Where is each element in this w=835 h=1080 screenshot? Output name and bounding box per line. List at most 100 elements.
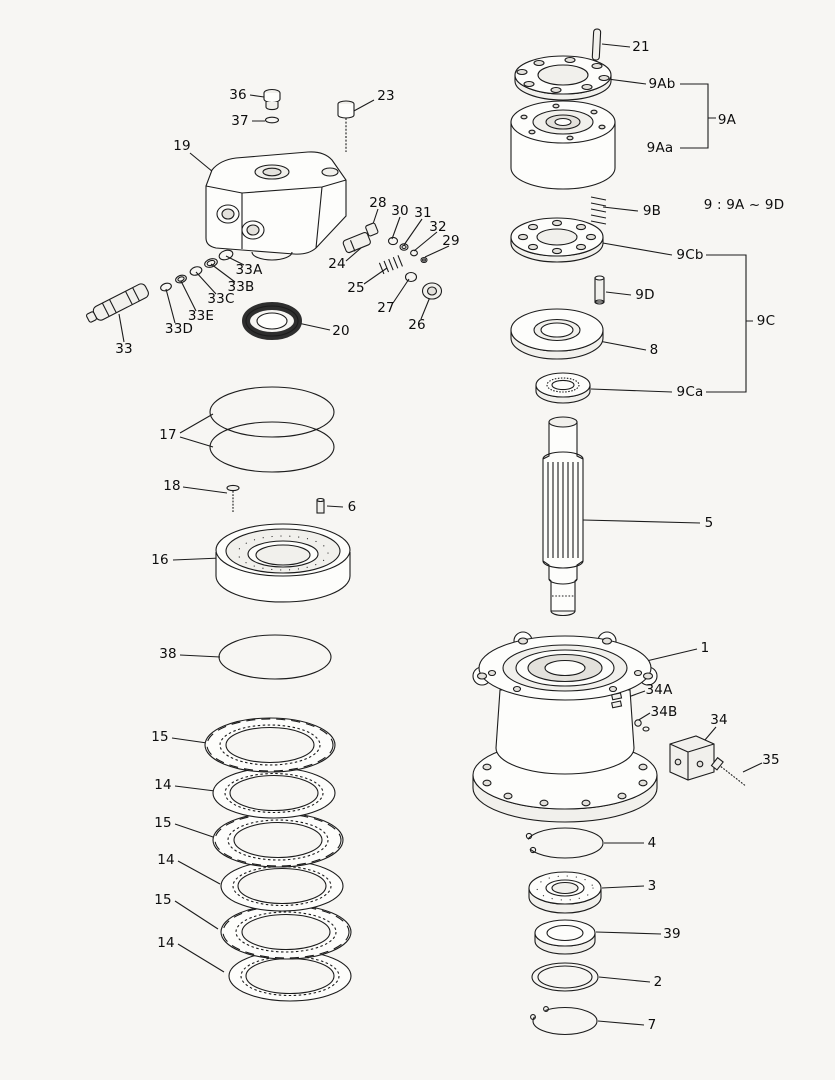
- part-5-shaft: [542, 416, 584, 617]
- callout-33A: 33A: [235, 262, 263, 278]
- callout-34B: 34B: [650, 704, 678, 720]
- part-23-bolt: [337, 100, 355, 152]
- callout-25: 25: [347, 280, 365, 296]
- callout-33: 33: [115, 341, 133, 357]
- part-19-valve-body: [205, 151, 347, 261]
- callout-3: 3: [647, 878, 657, 894]
- callout-28: 28: [369, 195, 387, 211]
- part-34-valve-block: [669, 735, 715, 781]
- callout-23: 23: [377, 88, 395, 104]
- callout-18: 18: [163, 478, 181, 494]
- part-34b-plug: [634, 719, 650, 732]
- part-9cb-valve-plate: [510, 217, 604, 263]
- callout-14a: 14: [154, 777, 172, 793]
- part-2-ring: [531, 962, 599, 992]
- callout-35: 35: [762, 752, 780, 768]
- part-33b-washer: [204, 258, 218, 268]
- part-25-spring: [378, 255, 403, 275]
- part-14-separator-plate: [228, 950, 352, 1002]
- part-31-ring: [399, 243, 409, 251]
- part-17-o-rings: [209, 386, 335, 473]
- callout-37: 37: [231, 113, 249, 129]
- callout-8: 8: [649, 342, 659, 358]
- part-32-ring: [410, 249, 418, 257]
- part-27-o-ring: [404, 271, 418, 283]
- callout-30: 30: [391, 203, 409, 219]
- callout-20: 20: [332, 323, 350, 339]
- part-30-washer: [387, 236, 399, 246]
- callout-9C: 9C: [756, 313, 776, 329]
- callout-9Ab: 9Ab: [648, 76, 676, 92]
- part-34a-orifices: [611, 692, 623, 709]
- part-9aa-motor-case: [510, 100, 616, 190]
- part-15-friction-plate: [212, 812, 344, 868]
- leader-lines: [118, 43, 763, 1026]
- callout-9Ca: 9Ca: [676, 384, 704, 400]
- part-33a-o-ring: [218, 249, 234, 261]
- callout-21: 21: [632, 39, 650, 55]
- callout-29: 29: [442, 233, 460, 249]
- callout-15c: 15: [154, 892, 172, 908]
- part-24-piston: [342, 231, 371, 254]
- callout-39: 39: [663, 926, 681, 942]
- part-14-separator-plate: [212, 767, 336, 819]
- part-28-plunger: [365, 222, 379, 237]
- callout-31: 31: [414, 205, 432, 221]
- callout-9D: 9D: [635, 287, 655, 303]
- part-33-spool: [86, 283, 149, 323]
- part-18-screw: [226, 484, 240, 513]
- part-15-friction-plate: [220, 904, 352, 960]
- callout-1: 1: [700, 640, 710, 656]
- callout-2: 2: [653, 974, 663, 990]
- callout-33B: 33B: [227, 279, 255, 295]
- callout-33D: 33D: [164, 321, 194, 337]
- callout-9B: 9B: [642, 203, 662, 219]
- callout-4: 4: [647, 835, 657, 851]
- callout-9A: 9A: [717, 112, 737, 128]
- callout-9Aa: 9Aa: [646, 140, 674, 156]
- part-38-o-ring: [218, 634, 332, 680]
- callout-14b: 14: [157, 852, 175, 868]
- part-33c-o-ring: [189, 266, 203, 276]
- callout-32: 32: [429, 219, 447, 235]
- part-9ca-bushing: [535, 372, 591, 404]
- part-8-friction-disc: [510, 308, 604, 360]
- callout-15a: 15: [151, 729, 169, 745]
- part-15-friction-plate: [204, 717, 336, 773]
- part-6-pin: [316, 497, 325, 514]
- callout-14c: 14: [157, 935, 175, 951]
- callout-34A: 34A: [645, 682, 673, 698]
- part-1-swing-housing: [472, 631, 658, 823]
- part-33e-washer: [175, 274, 187, 284]
- callout-15b: 15: [154, 815, 172, 831]
- range-note: 9 : 9A ~ 9D: [703, 197, 785, 213]
- part-4-snap-ring: [520, 827, 604, 859]
- callout-6: 6: [347, 499, 357, 515]
- callout-17: 17: [159, 427, 177, 443]
- part-35-bolt: [710, 756, 747, 787]
- callout-33C: 33C: [207, 291, 235, 307]
- part-16-brake-piston: [215, 523, 351, 603]
- part-39-race: [534, 919, 596, 955]
- part-9b-spring: [590, 196, 607, 225]
- callout-27: 27: [377, 300, 395, 316]
- part-7-snap-ring: [530, 1006, 598, 1036]
- callout-24: 24: [328, 256, 346, 272]
- part-33d-o-ring: [160, 282, 172, 292]
- part-9ab-cover-plate: [514, 55, 612, 101]
- part-37-o-ring: [264, 116, 280, 124]
- part-26-plug: [421, 282, 443, 300]
- part-36-plug: [263, 88, 281, 111]
- bracket-9c: [706, 254, 753, 393]
- part-21-pin: [591, 28, 602, 61]
- callout-26: 26: [408, 317, 426, 333]
- part-29-ring: [420, 256, 428, 264]
- callout-33E: 33E: [187, 308, 215, 324]
- part-20-bearing: [242, 302, 302, 340]
- callout-36: 36: [229, 87, 247, 103]
- callout-38: 38: [159, 646, 177, 662]
- callout-19: 19: [173, 138, 191, 154]
- callout-16: 16: [151, 552, 169, 568]
